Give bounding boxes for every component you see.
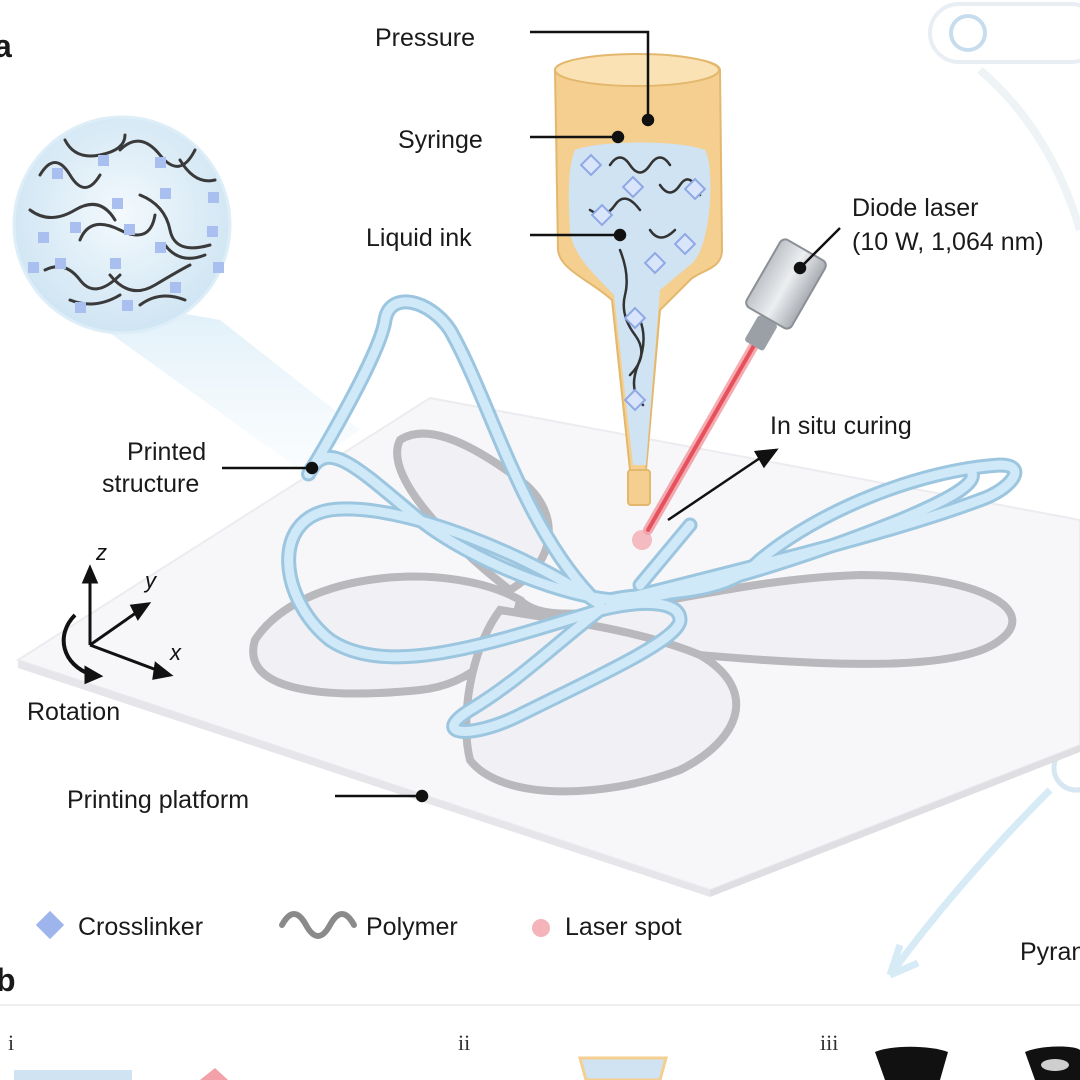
in-situ-curing-label: In situ curing [770, 412, 912, 440]
axis-x-label: x [170, 640, 181, 665]
polymer-symbol [279, 911, 357, 939]
printed-structure-label-line1: Printed [127, 438, 207, 466]
leader-lines [222, 30, 841, 803]
panel-label-b: b [0, 962, 16, 998]
crosslinker-symbol [35, 910, 65, 940]
pyramid-label-partial: Pyran [1020, 938, 1080, 966]
laser-spot-symbol [532, 919, 550, 937]
subpanel-label-i: i [8, 1030, 15, 1055]
axes-indicator [61, 564, 174, 685]
side-panel-fragment [886, 2, 1080, 979]
syringe [553, 53, 724, 506]
legend-polymer-label: Polymer [366, 913, 458, 941]
syringe-label: Syringe [398, 126, 483, 154]
rotation-label: Rotation [27, 698, 121, 726]
legend-laser-spot-label: Laser spot [565, 913, 682, 941]
diode-laser-label: Diode laser [852, 194, 979, 222]
liquid-ink-label: Liquid ink [366, 224, 472, 252]
subpanel-fragments [0, 1004, 1080, 1080]
panel-label-a: a [0, 28, 12, 64]
axis-y-label: y [145, 568, 156, 593]
printed-structure-label-line2: structure [102, 470, 200, 498]
printed-structure-fiber [281, 294, 1023, 739]
subpanel-label-iii: iii [820, 1030, 839, 1055]
axis-z-label: z [96, 540, 107, 565]
butterfly-outline [249, 429, 1017, 796]
legend-crosslinker-label: Crosslinker [78, 913, 204, 941]
diode-laser-spec-label: (10 W, 1,064 nm) [852, 228, 1044, 256]
subpanel-label-ii: ii [458, 1030, 471, 1055]
printing-platform-label: Printing platform [67, 786, 250, 814]
polymer-network-inset [12, 115, 360, 470]
pressure-label: Pressure [375, 24, 476, 52]
legend-symbols [35, 910, 550, 940]
